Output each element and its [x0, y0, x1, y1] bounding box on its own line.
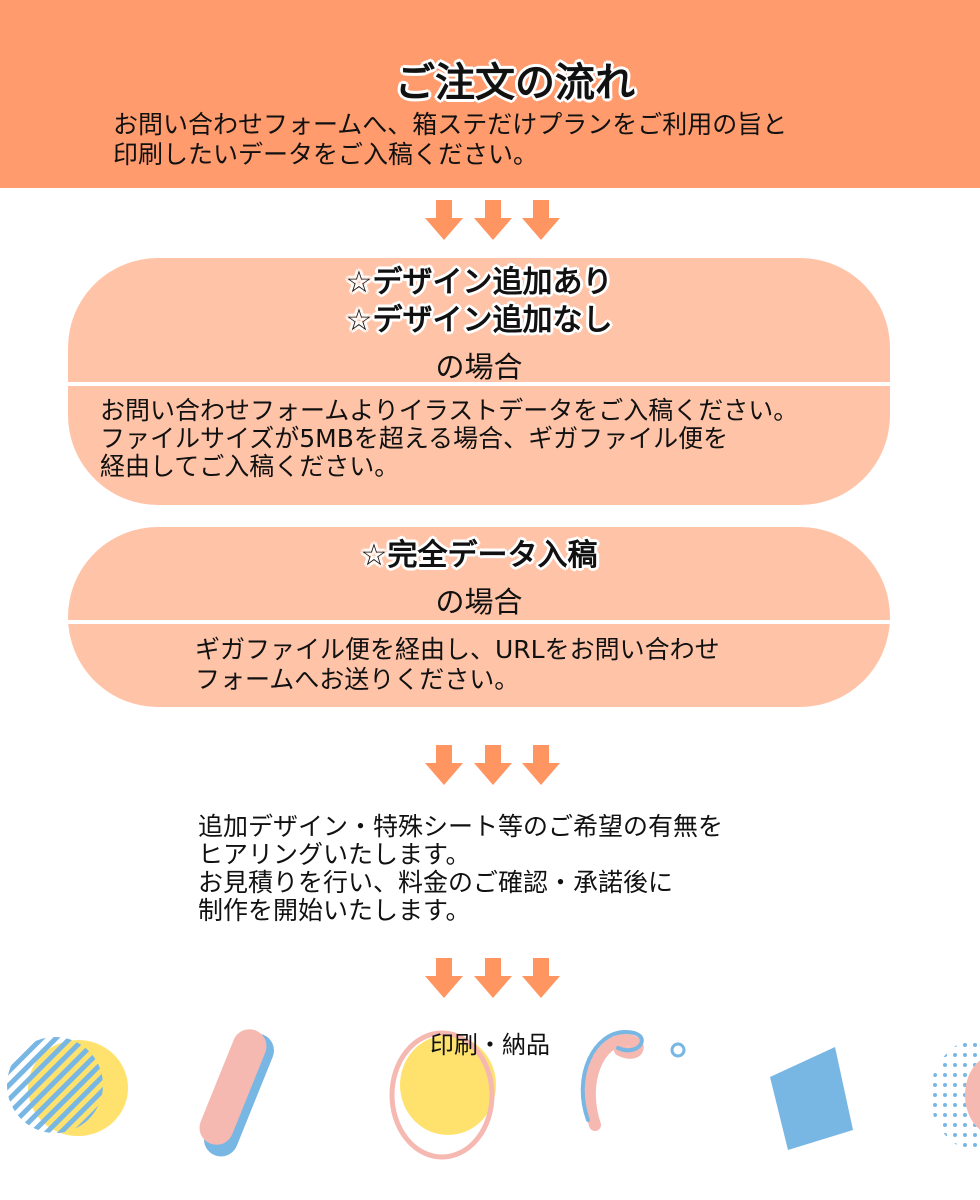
case2-line-2: フォームへお送りください。	[195, 665, 520, 694]
arrow-down-icon	[522, 958, 560, 1000]
divider	[68, 620, 890, 624]
intro-line-1: お問い合わせフォームへ、箱ステだけプランをご利用の旨と	[113, 110, 788, 139]
case2-title: ☆完全データ入稿	[360, 538, 598, 573]
step3-line-4: 制作を開始いたします。	[198, 896, 471, 925]
step3-line-3: お見積りを行い、料金のご確認・承諾後に	[198, 868, 674, 897]
arrow-down-icon	[522, 200, 560, 242]
case2-suffix: の場合	[435, 585, 523, 619]
intro-line-2: 印刷したいデータをご入稿ください。	[113, 140, 539, 169]
case-title-1: ☆デザイン追加あり	[345, 265, 613, 300]
striped-circle-shape	[7, 1037, 128, 1136]
arrow-down-icon	[425, 200, 463, 242]
capsule-shape	[199, 1029, 274, 1157]
case-design-panel: ☆デザイン追加あり ☆デザイン追加なし の場合 お問い合わせフォームよりイラスト…	[68, 258, 890, 505]
blue-square-shape	[770, 1047, 853, 1150]
dotted-circle-shape	[930, 1037, 980, 1153]
step3-line-1: 追加デザイン・特殊シート等のご希望の有無を	[198, 812, 724, 841]
down-arrows-3	[425, 958, 560, 1002]
down-arrows-2	[425, 745, 560, 789]
arrow-down-icon	[473, 958, 512, 1000]
case2-line-1: ギガファイル便を経由し、URLをお問い合わせ	[195, 635, 720, 664]
arrow-down-icon	[425, 745, 463, 787]
page-title: ご注文の流れ	[395, 60, 635, 106]
arrow-down-icon	[522, 745, 560, 787]
case-title-2: ☆デザイン追加なし	[345, 303, 613, 338]
arrow-down-icon	[473, 745, 512, 787]
step3-line-2: ヒアリングいたします。	[198, 840, 471, 869]
arrow-down-icon	[425, 958, 463, 1000]
case1-line-1: お問い合わせフォームよりイラストデータをご入稿ください。	[100, 396, 799, 425]
divider	[68, 382, 890, 386]
swirl-shape	[580, 1029, 686, 1131]
ring-circle-shape	[389, 1030, 496, 1160]
down-arrows-1	[425, 200, 560, 244]
case-suffix: の場合	[435, 350, 523, 384]
decorative-shapes	[7, 1029, 980, 1160]
header-banner	[0, 0, 980, 188]
arrow-down-icon	[473, 200, 512, 242]
case-complete-panel: ☆完全データ入稿 の場合 ギガファイル便を経由し、URLをお問い合わせ フォーム…	[68, 527, 890, 707]
case1-line-3: 経由してご入稿ください。	[100, 452, 400, 481]
case1-line-2: ファイルサイズが5MBを超える場合、ギガファイル便を	[100, 424, 729, 453]
step4-label: 印刷・納品	[430, 1031, 550, 1059]
